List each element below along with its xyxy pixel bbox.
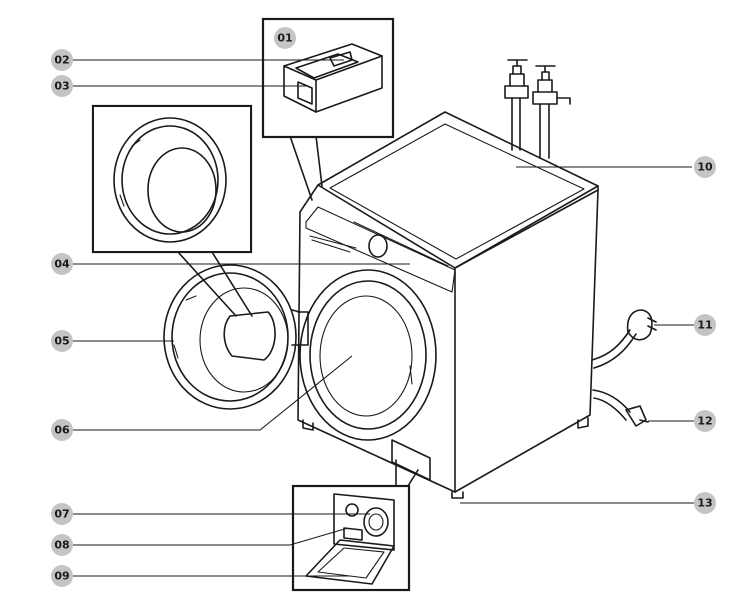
callout-05: 05 [51,330,73,352]
callout-03-label: 03 [54,80,69,93]
callout-13: 13 [694,492,716,514]
callout-06: 06 [51,419,73,441]
washing-machine-body [297,111,637,499]
drain-hose-illustration [625,405,649,427]
callout-01: 01 [274,27,296,49]
leader-08 [73,527,349,546]
leader-06 [73,355,353,431]
callout-02: 02 [51,49,73,71]
power-plug-illustration [626,309,657,341]
callout-13-label: 13 [697,497,712,510]
callout-01-label: 01 [277,32,292,45]
callout-07-label: 07 [54,508,69,521]
callout-02-label: 02 [54,54,69,67]
open-door-illustration [163,264,301,410]
callout-08: 08 [51,534,73,556]
callout-03: 03 [51,75,73,97]
callout-08-label: 08 [54,539,69,552]
callout-11: 11 [694,314,716,336]
door-gasket-inset [91,104,253,317]
callout-07: 07 [51,503,73,525]
drain-filter-inset [291,459,419,592]
callout-10-label: 10 [697,161,713,174]
callout-09: 09 [51,565,73,587]
callout-10: 10 [694,156,716,178]
callout-04: 04 [51,253,73,275]
water-taps-illustration [504,59,571,159]
callout-09-label: 09 [54,570,69,583]
callout-12: 12 [694,410,716,432]
callout-05-label: 05 [54,335,69,348]
callout-06-label: 06 [54,424,70,437]
leader-lines [73,59,694,577]
callout-12-label: 12 [697,415,712,428]
callout-04-label: 04 [54,258,70,271]
callout-11-label: 11 [697,319,712,332]
